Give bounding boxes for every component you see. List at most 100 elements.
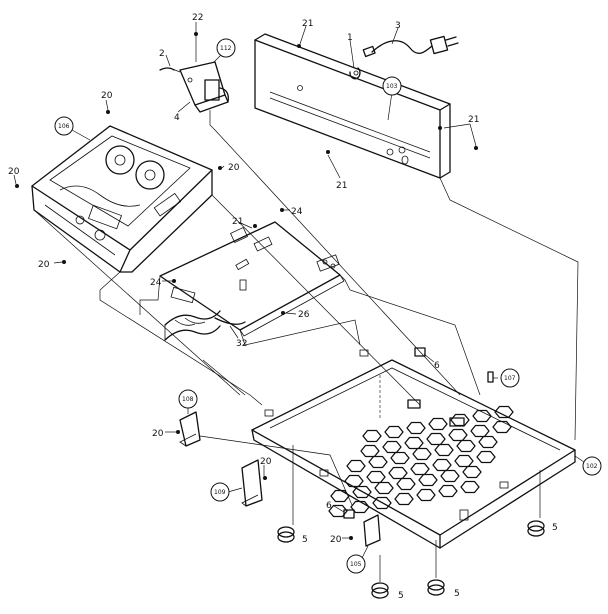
callout-bubble-103	[382, 76, 402, 96]
vent-hole	[372, 496, 392, 510]
cord-grommet	[349, 67, 361, 80]
vent-hole	[346, 459, 366, 473]
vent-hole	[456, 439, 476, 453]
vent-hole	[412, 447, 432, 461]
chassis-parts	[264, 347, 509, 521]
vent-hole	[492, 420, 512, 434]
tape-mechanism	[15, 110, 222, 273]
power-cord	[362, 35, 459, 58]
callout-22: 22	[192, 13, 203, 23]
vent-hole	[382, 440, 402, 454]
callout-107: 107	[504, 375, 516, 382]
callout-4: 4	[174, 113, 180, 123]
vent-hole	[374, 481, 394, 495]
callout-20-mech-top: 20	[101, 91, 113, 101]
callout-20-bracket-109: 20	[260, 457, 272, 467]
vent-hole	[396, 477, 416, 491]
vent-hole	[460, 480, 480, 494]
vent-hole	[470, 424, 490, 438]
callout-bubble-102	[582, 456, 602, 476]
vent-hole	[394, 492, 414, 506]
vent-hole	[330, 489, 350, 503]
leaders	[13, 22, 585, 559]
callout-bubble-112	[216, 38, 236, 58]
callout-5-bottom-left: 5	[398, 591, 404, 601]
vent-hole	[416, 488, 436, 502]
callout-26: 26	[298, 310, 310, 320]
callout-21-right: 21	[468, 115, 479, 125]
vent-hole	[406, 421, 426, 435]
callout-21-board: 21	[232, 217, 243, 227]
callout-106: 106	[58, 123, 70, 130]
callout-20-bracket-108: 20	[152, 429, 164, 439]
callout-108: 108	[182, 396, 194, 403]
vent-hole	[450, 413, 470, 427]
vent-hole	[472, 409, 492, 423]
callout-103: 103	[386, 83, 398, 90]
callout-6-bottom: 6	[326, 501, 332, 511]
callout-105: 105	[350, 561, 362, 568]
callout-20-mech-left: 20	[8, 167, 20, 177]
ribbon-cable	[164, 310, 246, 341]
vent-hole	[344, 474, 364, 488]
callout-5-bottom-right: 5	[454, 589, 460, 599]
callout-bubble-109	[210, 482, 230, 502]
bracket-108	[176, 411, 201, 447]
vent-hole	[410, 462, 430, 476]
bracket-105	[349, 514, 381, 547]
vent-hole	[390, 451, 410, 465]
vent-hole	[328, 504, 348, 518]
assembly-guide-lines	[33, 110, 579, 582]
callout-112: 112	[220, 45, 232, 52]
vent-hole	[388, 466, 408, 480]
callout-bubble-105	[346, 554, 366, 574]
vent-hole	[432, 458, 452, 472]
callout-21-bottom: 21	[336, 181, 347, 191]
vent-hole	[478, 435, 498, 449]
callout-bubble-108	[178, 389, 198, 409]
vent-hole	[368, 455, 388, 469]
callout-bubble-107	[500, 368, 520, 388]
vent-hole	[362, 429, 382, 443]
callout-5-left: 5	[302, 535, 308, 545]
vent-hole	[440, 469, 460, 483]
vent-hole	[454, 454, 474, 468]
vent-hole	[494, 405, 514, 419]
bracket-109	[241, 459, 267, 507]
callout-labels: 22 2 112 4 21 1 3 103 21 21 20 106 20 20…	[8, 13, 602, 601]
callout-3: 3	[395, 21, 401, 31]
vent-hole	[476, 450, 496, 464]
vent-hole	[462, 465, 482, 479]
vent-hole	[366, 470, 386, 484]
callout-32: 32	[236, 339, 247, 349]
callout-bubble-106	[54, 116, 74, 136]
vent-hole	[418, 473, 438, 487]
vent-pattern	[328, 405, 514, 518]
vent-hole	[404, 436, 424, 450]
callout-102: 102	[586, 463, 598, 470]
vent-hole	[434, 443, 454, 457]
callout-20-bracket-105: 20	[330, 535, 342, 545]
vent-hole	[428, 417, 448, 431]
callout-2: 2	[159, 49, 165, 59]
callout-109: 109	[214, 489, 226, 496]
vent-hole	[384, 425, 404, 439]
main-circuit-board	[159, 208, 345, 337]
callout-6-top: 6	[434, 361, 440, 371]
callout-21-top: 21	[302, 19, 313, 29]
callout-24-board-left: 24	[150, 278, 162, 288]
vent-hole	[350, 500, 370, 514]
callout-5-right: 5	[552, 523, 558, 533]
vent-hole	[438, 484, 458, 498]
vent-hole	[426, 432, 446, 446]
callout-24-board-top: 24	[291, 207, 303, 217]
callout-1: 1	[347, 33, 353, 43]
vent-hole	[352, 485, 372, 499]
switch-bracket	[159, 32, 229, 113]
vent-hole	[448, 428, 468, 442]
callout-20-mech-bottom: 20	[38, 260, 50, 270]
callout-20-mech-right: 20	[228, 163, 240, 173]
rubber-feet	[277, 520, 545, 599]
